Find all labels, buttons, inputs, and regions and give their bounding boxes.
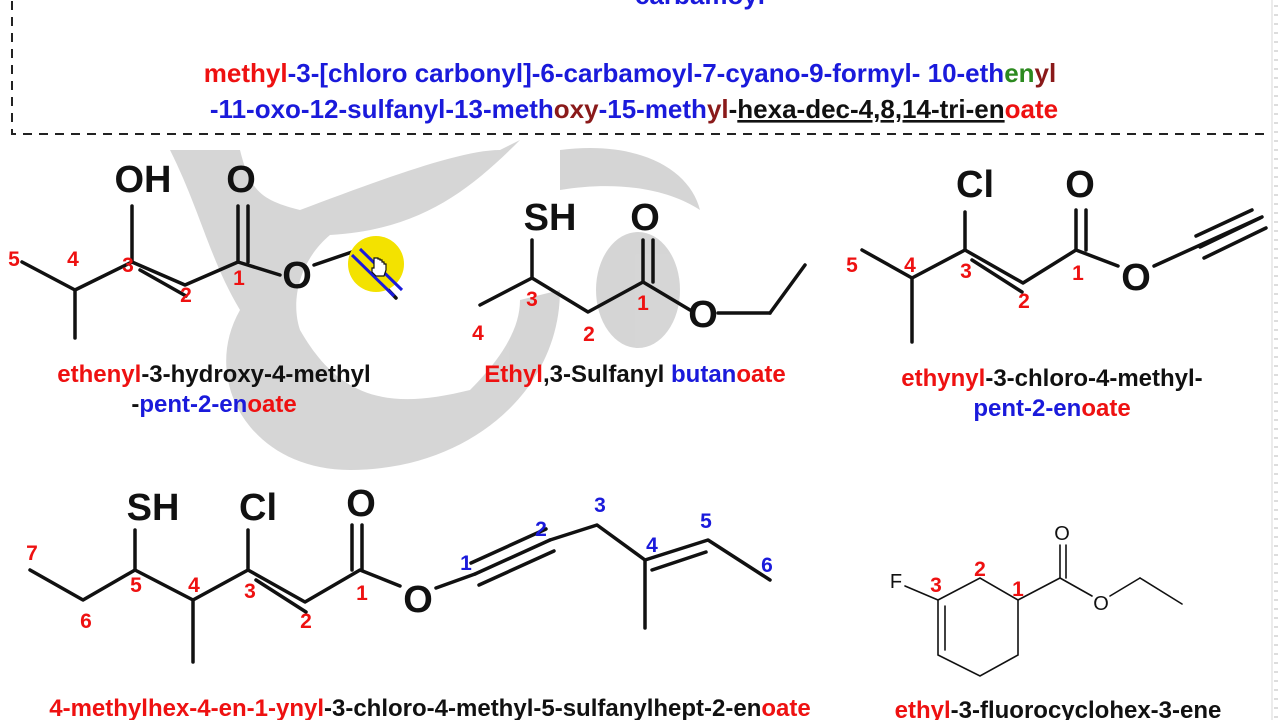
name-segment: oate <box>247 391 296 418</box>
locant: 2 <box>300 610 312 633</box>
locant: 6 <box>80 610 92 633</box>
locant: 2 <box>1018 290 1030 313</box>
name-segment: -3-[chloro carbonyl]-6-carbamoyl-7-cyano… <box>288 58 1005 88</box>
locant: 4 <box>646 534 658 557</box>
header-box: carbamoyl methyl-3-[chloro carbonyl]-6-c… <box>11 0 1271 135</box>
molecule-name: ethyl-3-fluorocyclohex-3-ene <box>895 697 1222 720</box>
name-segment: oate <box>1005 94 1058 124</box>
atom-o-ester: O <box>1093 593 1109 615</box>
molecule-4: SH Cl O O 7 6 5 4 3 2 1 1 2 3 4 5 6 4-me… <box>26 483 811 720</box>
atom-o-ester: O <box>1121 257 1151 299</box>
scrollbar[interactable] <box>1268 0 1280 720</box>
name-segment: ethynyl <box>901 365 985 392</box>
name-segment: butan <box>671 361 736 388</box>
locant: 5 <box>8 248 20 271</box>
locant: 2 <box>583 323 595 346</box>
header-name-line1: methyl-3-[chloro carbonyl]-6-carbamoyl-7… <box>204 58 1056 88</box>
molecule-name: Ethyl,3-Sulfanyl butanoate <box>484 361 785 388</box>
locant: 4 <box>188 574 200 597</box>
atom-cl: Cl <box>956 164 994 206</box>
locant: 4 <box>67 248 79 271</box>
hand-cursor-icon <box>371 257 387 277</box>
name-segment: ethenyl <box>57 361 141 388</box>
locant: 3 <box>930 574 942 597</box>
name-segment: Ethyl <box>484 361 543 388</box>
name-segment: en <box>1004 58 1034 88</box>
atom-o-carbonyl: O <box>226 159 256 201</box>
atom-f: F <box>890 571 902 593</box>
locant: 1 <box>356 582 368 605</box>
molecule-5: F O O 3 2 1 ethyl-3-fluorocyclohex-3-ene <box>890 523 1221 720</box>
atom-sh: SH <box>127 487 180 529</box>
locant: 1 <box>460 552 472 575</box>
atom-o-ester: O <box>688 294 718 336</box>
header-name-line2: -11-oxo-12-sulfanyl-13-methoxy-15-methyl… <box>210 94 1058 124</box>
locant: 3 <box>960 260 972 283</box>
locant: 3 <box>244 580 256 603</box>
locant: 2 <box>180 284 192 307</box>
locant: 4 <box>904 254 916 277</box>
name-segment: -11-oxo-12-sulfanyl-13-meth <box>210 94 554 124</box>
molecule-name: pent-2-enoate <box>973 395 1130 422</box>
name-segment: -15-meth <box>599 94 707 124</box>
top-partial-text: carbamoyl <box>635 0 765 10</box>
locant: 1 <box>1012 578 1024 601</box>
locant: 3 <box>526 288 538 311</box>
locant: 5 <box>130 574 142 597</box>
locant: 2 <box>535 518 547 541</box>
molecule-3: Cl O O 5 4 3 2 1 ethynyl-3-chloro-4-meth… <box>846 164 1268 422</box>
locant: 4 <box>472 322 484 345</box>
atom-sh: SH <box>524 197 577 239</box>
name-segment: oate <box>736 361 785 388</box>
name-segment: pent-2-en <box>973 395 1081 422</box>
atom-o-carbonyl: O <box>346 483 376 525</box>
locant: 1 <box>233 267 245 290</box>
locant: 7 <box>26 542 38 565</box>
name-segment: oate <box>1081 395 1130 422</box>
molecule-1: OH O O 5 4 3 2 1 ethenyl-3-hydroxy-4-met… <box>8 159 404 418</box>
atom-cl: Cl <box>239 487 277 529</box>
molecule-name: ethynyl-3-chloro-4-methyl- <box>901 365 1202 392</box>
atom-o-carbonyl: O <box>1054 523 1070 545</box>
atom-o-ester: O <box>403 579 433 621</box>
locant: 1 <box>1072 262 1084 285</box>
atom-o-ester: O <box>282 255 312 297</box>
locant: 3 <box>122 254 134 277</box>
name-segment: ethyl <box>895 697 951 720</box>
molecule-2: SH O O 4 3 2 1 Ethyl,3-Sulfanyl butanoat… <box>472 197 807 388</box>
name-segment: methyl <box>204 58 288 88</box>
molecule-name: ethenyl-3-hydroxy-4-methyl <box>57 361 370 388</box>
name-segment: yl <box>1035 58 1057 88</box>
locant: 6 <box>761 554 773 577</box>
locant: 2 <box>974 558 986 581</box>
name-segment: oate <box>761 695 810 720</box>
locant: 5 <box>846 254 858 277</box>
locant: 1 <box>637 292 649 315</box>
name-segment: - <box>729 94 738 124</box>
name-segment: - <box>131 391 139 418</box>
name-segment: 4-methylhex-4-en-1-ynyl <box>49 695 324 720</box>
name-segment: -3-fluorocyclohex-3-ene <box>951 697 1222 720</box>
name-segment: hexa-dec-4,8,14-tri-en <box>737 94 1004 124</box>
atom-o-carbonyl: O <box>630 197 660 239</box>
name-segment: -3-hydroxy-4-methyl <box>141 361 370 388</box>
locant: 3 <box>594 494 606 517</box>
molecule-name: 4-methylhex-4-en-1-ynyl-3-chloro-4-methy… <box>49 695 811 720</box>
atom-oh: OH <box>115 159 172 201</box>
atom-o-carbonyl: O <box>1065 164 1095 206</box>
name-segment: -3-chloro-4-methyl- <box>985 365 1202 392</box>
name-segment: ,3-Sulfanyl <box>543 361 671 388</box>
name-segment: pent-2-en <box>139 391 247 418</box>
locant: 5 <box>700 510 712 533</box>
molecule-name: -pent-2-enoate <box>131 391 296 418</box>
name-segment: -3-chloro-4-methyl-5-sulfanylhept-2-en <box>324 695 761 720</box>
watermark-logo <box>170 140 700 470</box>
name-segment: yl <box>707 94 729 124</box>
name-segment: oxy <box>554 94 599 124</box>
